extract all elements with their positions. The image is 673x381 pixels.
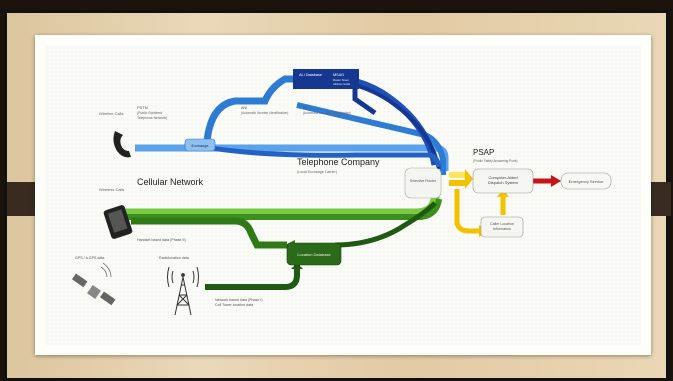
dispatch-arrow: [551, 175, 561, 187]
telephone-icon: [113, 131, 131, 158]
wireless-calls-label: Wireless Calls: [99, 187, 124, 192]
gps-data-label: GPS / a-GPS data: [75, 256, 104, 260]
ani-sub: (Automatic Number Identification): [241, 111, 288, 115]
msag-sub2: Address Guide: [333, 82, 351, 86]
satellite-icon: [71, 262, 116, 306]
network-data-label-1: Network based data (Phase I): [215, 298, 263, 302]
selective-router-label: Selective Router: [410, 179, 437, 183]
cad-label-2: Dispatch System: [488, 180, 519, 185]
emergency-service-node: [560, 172, 612, 190]
pstn-label: PSTN: [137, 105, 148, 110]
diagram-slide: Exchange ALI Database MSAG Master Street…: [35, 35, 651, 355]
router-to-caller-location: [454, 189, 479, 234]
wireline-calls-label: Wireline Calls: [99, 111, 123, 116]
dotted-backdrop: [45, 45, 641, 345]
cellular-network-title: Cellular Network: [137, 177, 204, 187]
ani-label: ANI: [241, 106, 247, 110]
cad-node: [472, 168, 534, 194]
mobile-phone-icon: [103, 205, 133, 239]
pstn-sub2: Telephone Network): [137, 116, 167, 120]
pstn-sub1: (Public Switched: [137, 111, 162, 115]
emergency-service-label: Emergency Service: [569, 179, 604, 184]
msag-label: MSAG: [333, 73, 344, 77]
exchange-to-router: [184, 140, 442, 168]
router-to-cad-arrow: [465, 169, 473, 189]
radio-tower-icon: [167, 266, 199, 316]
caller-location-label-2: Information: [493, 227, 511, 231]
ali-database-node: [293, 69, 359, 89]
location-database-label: Location Database: [297, 252, 331, 257]
exchange-label: Exchange: [192, 144, 209, 148]
telephone-company-sub: (Local Exchange Carrier): [297, 170, 337, 174]
ali-label: ALI: [303, 106, 308, 110]
location-database-node: [286, 242, 342, 266]
network-arrow: [291, 263, 303, 269]
telephone-company-title: Telephone Company: [297, 157, 380, 167]
emergency-call-flow-diagram: Exchange ALI Database MSAG Master Street…: [45, 45, 641, 345]
psap-title: PSAP: [473, 148, 494, 157]
msag-sub1: Master Street: [333, 78, 349, 82]
network-to-location: [205, 261, 300, 290]
network-data-label-2: Cell Tower location data: [215, 303, 253, 307]
caller-location-label-1: Caller Location: [490, 222, 514, 226]
exchange-node: [184, 138, 216, 152]
handset-data-label: Handset based data (Phase II): [137, 238, 186, 242]
ani-flow: [203, 75, 305, 142]
selective-router-node: [404, 167, 442, 199]
caller-location-node: [480, 216, 524, 238]
handset-to-location: [131, 217, 287, 249]
cad-label-1: Computer-Aided: [488, 175, 517, 180]
ali-database-label: ALI Database: [299, 73, 322, 77]
ali-sub: (Automatic Location Identification): [303, 111, 351, 115]
ali-drop: [352, 85, 377, 116]
location-to-router: [334, 201, 437, 248]
psap-sub: (Public Safety Answering Point): [473, 159, 517, 163]
radiolocation-data-label: Radiolocation data: [159, 256, 189, 260]
